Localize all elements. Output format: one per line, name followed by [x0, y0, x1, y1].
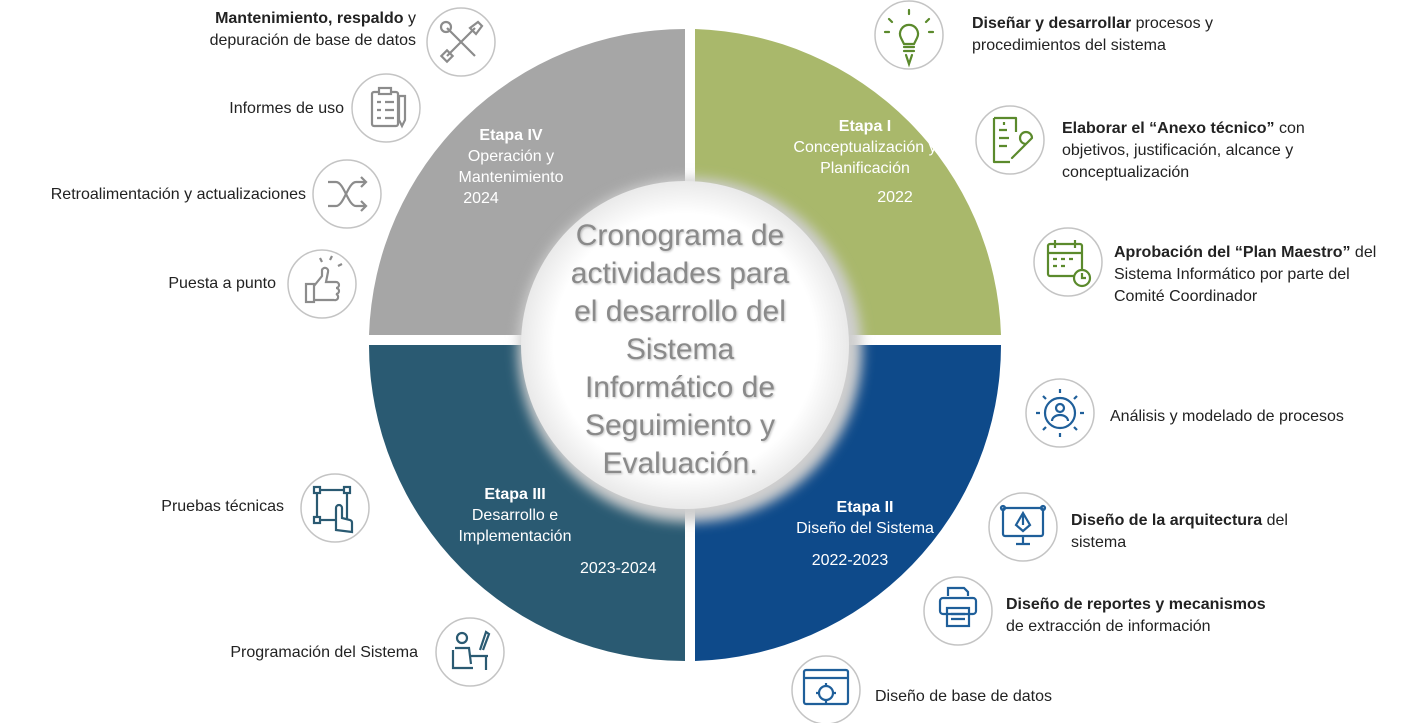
stage-4-title: Etapa IV: [479, 127, 543, 144]
icon-circle-reportes: [923, 576, 993, 646]
activity-disenar-rest: procesos y: [1131, 15, 1214, 32]
icon-circle-bd: [791, 655, 861, 723]
stage-1-segment: [695, 29, 1001, 335]
stage-4-line2: Mantenimiento: [458, 169, 564, 186]
stage-1-text: Etapa I Conceptualización y Planificació…: [770, 116, 960, 208]
thumbs-up-icon: [304, 255, 343, 304]
stage-1-line1: Conceptualización y: [793, 139, 937, 156]
stage-2-text: Etapa II Diseño del Sistema 2022-2023: [780, 497, 950, 571]
activity-anexo-rest: con: [1274, 120, 1305, 137]
activity-arquitectura-rest: del: [1262, 512, 1288, 529]
activity-anexo-line2: objetivos, justificación, alcance y: [1062, 142, 1294, 159]
center-title: Cronograma de actividades para el desarr…: [570, 219, 790, 480]
stage-2-line1: Diseño del Sistema: [796, 520, 934, 537]
activity-informes: Informes de uso: [229, 100, 344, 117]
icon-circle-arquitectura: [988, 492, 1058, 562]
stage-4-line1: Operación y: [467, 148, 555, 165]
activity-arquitectura-bold: Diseño de la arquitectura: [1071, 512, 1263, 529]
touch-frame-icon: [312, 485, 354, 534]
activity-mant: Mantenimiento, respaldo y depuración de …: [150, 8, 416, 52]
stage-4-segment: [369, 28, 685, 335]
calendar-clock-icon: [1046, 240, 1092, 288]
activity-reportes: Diseño de reportes y mecanismos de extra…: [1006, 594, 1266, 638]
activity-plan-line3: Comité Coordinador: [1114, 288, 1258, 305]
stage-2-year: 2022-2023: [811, 552, 889, 569]
printer-icon: [938, 586, 978, 628]
icon-circle-informes: [351, 73, 421, 143]
activity-disenar-bold: Diseñar y desarrollar: [972, 15, 1132, 32]
design-monitor-icon: [999, 504, 1047, 546]
activity-mant-rest: y: [403, 10, 416, 27]
icon-circle-anexo: [975, 105, 1045, 175]
activity-anexo-bold: Elaborar el “Anexo técnico”: [1062, 120, 1275, 137]
activity-analisis: Análisis y modelado de procesos: [1110, 408, 1344, 425]
activity-bd: Diseño de base de datos: [875, 688, 1053, 705]
activity-disenar-line2: procedimientos del sistema: [972, 37, 1166, 54]
browser-gear-icon: [802, 668, 850, 706]
activity-puesta: Puesta a punto: [168, 275, 276, 292]
stage-3-title: Etapa III: [484, 486, 546, 503]
activity-plan-rest: del: [1350, 244, 1377, 261]
activity-mant-line2: depuración de base de datos: [209, 32, 416, 49]
stage-3-year: 2023-2024: [580, 560, 657, 577]
activity-programacion: Programación del Sistema: [230, 644, 418, 661]
activity-reportes-bold: Diseño de reportes y mecanismos: [1006, 596, 1266, 613]
activity-arquitectura-line2: sistema: [1071, 534, 1127, 551]
activity-mant-bold: Mantenimiento, respaldo: [215, 10, 404, 27]
stage-3-text: Etapa III Desarrollo e Implementación 20…: [440, 484, 657, 579]
document-wrench-icon: [992, 116, 1034, 164]
center-disc: [521, 181, 849, 509]
shuffle-icon: [328, 176, 368, 212]
activity-pruebas: Pruebas técnicas: [161, 498, 284, 515]
activity-plan-bold: Aprobación del “Plan Maestro”: [1114, 244, 1351, 261]
activity-plan: Aprobación del “Plan Maestro” del Sistem…: [1114, 242, 1376, 308]
person-desk-icon: [451, 630, 491, 670]
activity-retro: Retroalimentación y actualizaciones: [50, 186, 306, 203]
icon-circle-plan: [1033, 227, 1103, 297]
stage-1-year: 2022: [877, 189, 913, 206]
stage-3-line1: Desarrollo e: [471, 507, 559, 524]
stage-3-line2: Implementación: [458, 528, 572, 545]
activity-anexo: Elaborar el “Anexo técnico” con objetivo…: [1062, 118, 1305, 184]
gear-user-icon: [1036, 389, 1084, 437]
stage-4-year: 2024: [463, 190, 499, 207]
stage-3-segment: [369, 345, 685, 661]
activity-arquitectura: Diseño de la arquitectura del sistema: [1071, 510, 1288, 554]
clipboard-list-icon: [370, 86, 407, 129]
activity-anexo-line3: conceptualización: [1062, 164, 1190, 181]
icon-circle-disenar: [874, 0, 944, 70]
stage-4-text: Etapa IV Operación y Mantenimiento 2024: [436, 125, 586, 209]
activity-disenar: Diseñar y desarrollar procesos y procedi…: [972, 13, 1213, 57]
stage-2-segment: [695, 345, 1002, 661]
stage-2-title: Etapa II: [836, 499, 894, 516]
activity-reportes-line2: de extracción de información: [1006, 618, 1211, 635]
lightbulb-pen-icon: [883, 8, 935, 68]
tools-icon: [439, 20, 484, 64]
stage-1-title: Etapa I: [838, 118, 892, 135]
activity-plan-line2: Sistema Informático por parte del: [1114, 266, 1350, 283]
stage-1-line2: Planificación: [820, 160, 910, 177]
